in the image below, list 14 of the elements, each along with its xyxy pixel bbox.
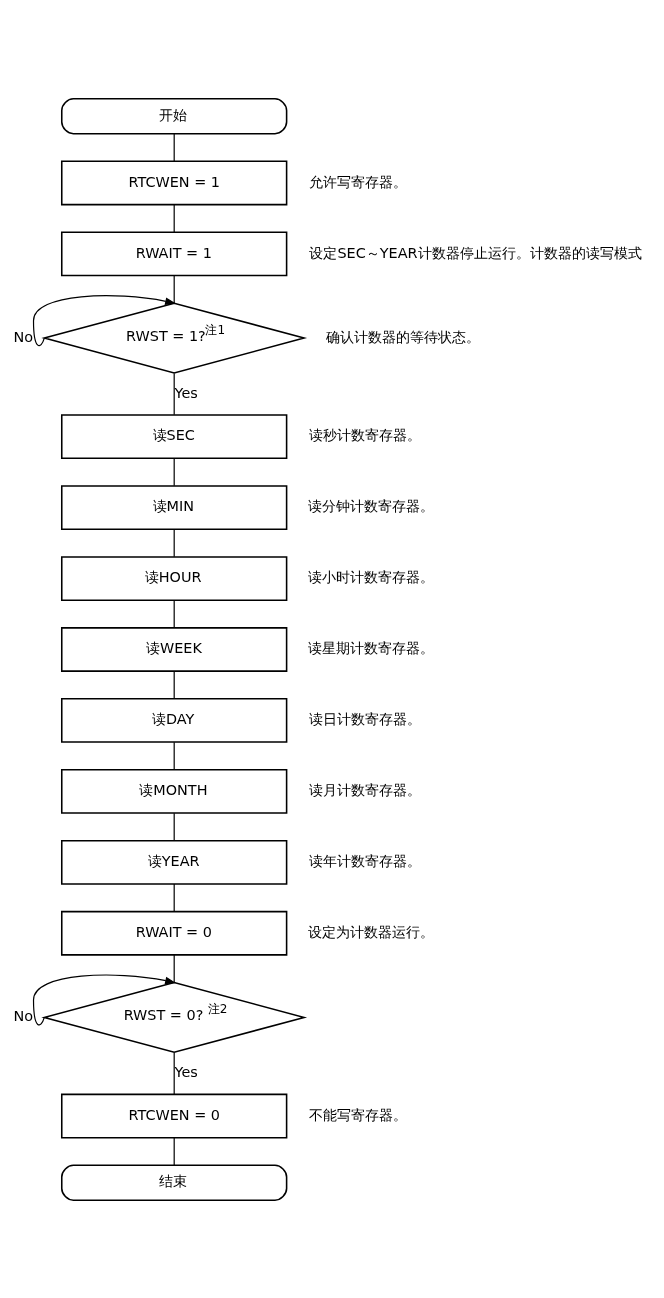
- edge-label: No: [13, 1007, 34, 1024]
- edge-label: No: [13, 328, 34, 345]
- node-label: 允许写寄存器。: [309, 173, 408, 190]
- node-label: 读年计数寄存器。: [309, 852, 422, 869]
- node-label: 读星期计数寄存器。: [308, 639, 435, 656]
- node-label: 读月计数寄存器。: [309, 781, 422, 798]
- node-label: 确认计数器的等待状态。: [326, 328, 481, 345]
- node-label: 读日计数寄存器。: [309, 710, 422, 727]
- node-label: 不能写寄存器。: [309, 1106, 408, 1123]
- node-label: 读分钟计数寄存器。: [308, 497, 435, 514]
- node-label: 读小时计数寄存器。: [308, 568, 435, 585]
- node-label: 设定为计数器运行。: [308, 923, 435, 940]
- node-label: 设定SEC～YEAR计数器停止运行。计数器的读写模式: [309, 244, 642, 261]
- node-label: 读秒计数寄存器。: [309, 426, 422, 443]
